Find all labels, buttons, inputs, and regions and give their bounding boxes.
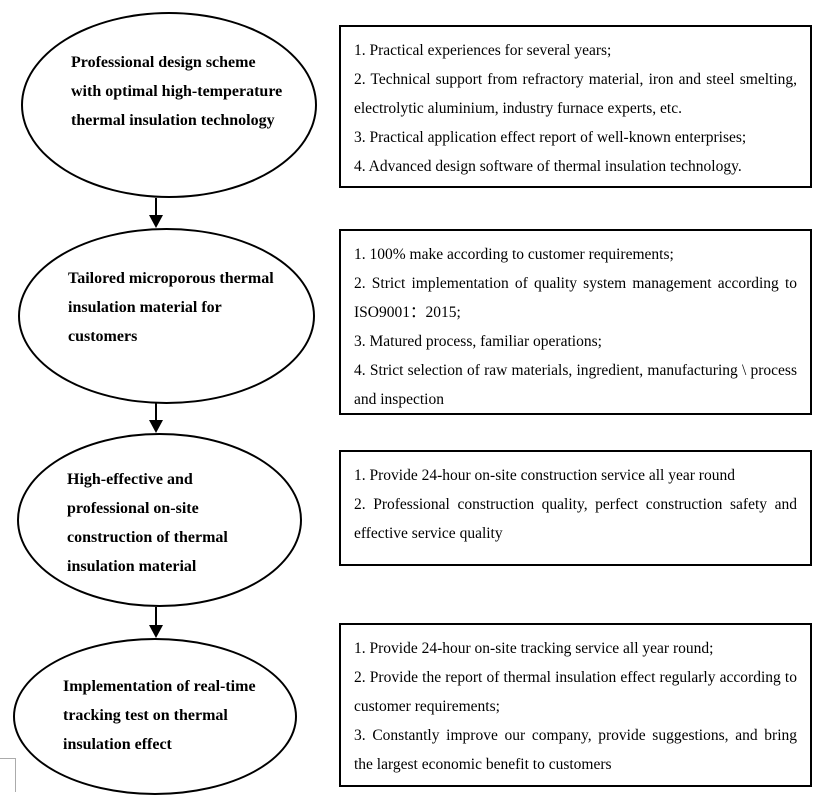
detail-item: 1. Provide 24-hour on-site construction … bbox=[354, 467, 735, 484]
detail-item: 4. Advanced design software of thermal i… bbox=[354, 158, 742, 175]
detail-item: 1. 100% make according to customer requi… bbox=[354, 246, 674, 263]
stage-label-line: Professional design scheme bbox=[71, 54, 256, 71]
stage-label-line: insulation material bbox=[67, 558, 197, 575]
stage-label-line: tracking test on thermal bbox=[63, 707, 228, 724]
detail-item: 4. Strict selection of raw materials, in… bbox=[354, 362, 797, 408]
arrow-head bbox=[149, 625, 163, 638]
details-box-onsite-construction: 1. Provide 24-hour on-site construction … bbox=[339, 450, 812, 566]
detail-item: 3. Matured process, familiar operations; bbox=[354, 333, 602, 350]
detail-item: 3. Constantly improve our company, provi… bbox=[354, 727, 797, 773]
detail-item: 2. Provide the report of thermal insulat… bbox=[354, 669, 797, 715]
arrow-shaft bbox=[155, 198, 157, 215]
arrow-shaft bbox=[155, 607, 157, 625]
detail-item: 1. Practical experiences for several yea… bbox=[354, 42, 612, 59]
down-arrow-icon bbox=[149, 607, 163, 638]
detail-item: 2. Strict implementation of quality syst… bbox=[354, 275, 797, 321]
stage-label-line: with optimal high-temperature bbox=[71, 83, 283, 100]
stage-label-line: insulation material for bbox=[68, 299, 222, 316]
stage-ellipse-design-scheme: Professional design scheme with optimal … bbox=[21, 12, 317, 198]
stage-label-line: professional on-site bbox=[67, 500, 199, 517]
detail-item: 2. Professional construction quality, pe… bbox=[354, 496, 797, 542]
stage-label-line: Tailored microporous thermal bbox=[68, 270, 274, 287]
down-arrow-icon bbox=[149, 403, 163, 433]
stage-ellipse-tailored-material: Tailored microporous thermal insulation … bbox=[18, 228, 315, 404]
stage-label-line: construction of thermal bbox=[67, 529, 228, 546]
detail-item: 1. Provide 24-hour on-site tracking serv… bbox=[354, 640, 714, 657]
arrow-head bbox=[149, 215, 163, 228]
stage-label-line: customers bbox=[68, 328, 138, 345]
stage-label-line: insulation effect bbox=[63, 736, 172, 753]
down-arrow-icon bbox=[149, 198, 163, 228]
details-box-tracking-test: 1. Provide 24-hour on-site tracking serv… bbox=[339, 623, 812, 787]
detail-item: 2. Technical support from refractory mat… bbox=[354, 71, 797, 117]
arrow-shaft bbox=[155, 403, 157, 420]
details-box-design-scheme: 1. Practical experiences for several yea… bbox=[339, 25, 812, 188]
detail-item: 3. Practical application effect report o… bbox=[354, 129, 747, 146]
stage-label-line: High-effective and bbox=[67, 471, 193, 488]
stage-label-line: thermal insulation technology bbox=[71, 112, 275, 129]
details-box-tailored-material: 1. 100% make according to customer requi… bbox=[339, 229, 812, 415]
stage-ellipse-onsite-construction: High-effective and professional on-site … bbox=[17, 433, 302, 607]
cropped-shape-artifact bbox=[0, 758, 16, 792]
arrow-head bbox=[149, 420, 163, 433]
stage-label-line: Implementation of real-time bbox=[63, 678, 256, 695]
stage-ellipse-tracking-test: Implementation of real-time tracking tes… bbox=[13, 638, 297, 795]
